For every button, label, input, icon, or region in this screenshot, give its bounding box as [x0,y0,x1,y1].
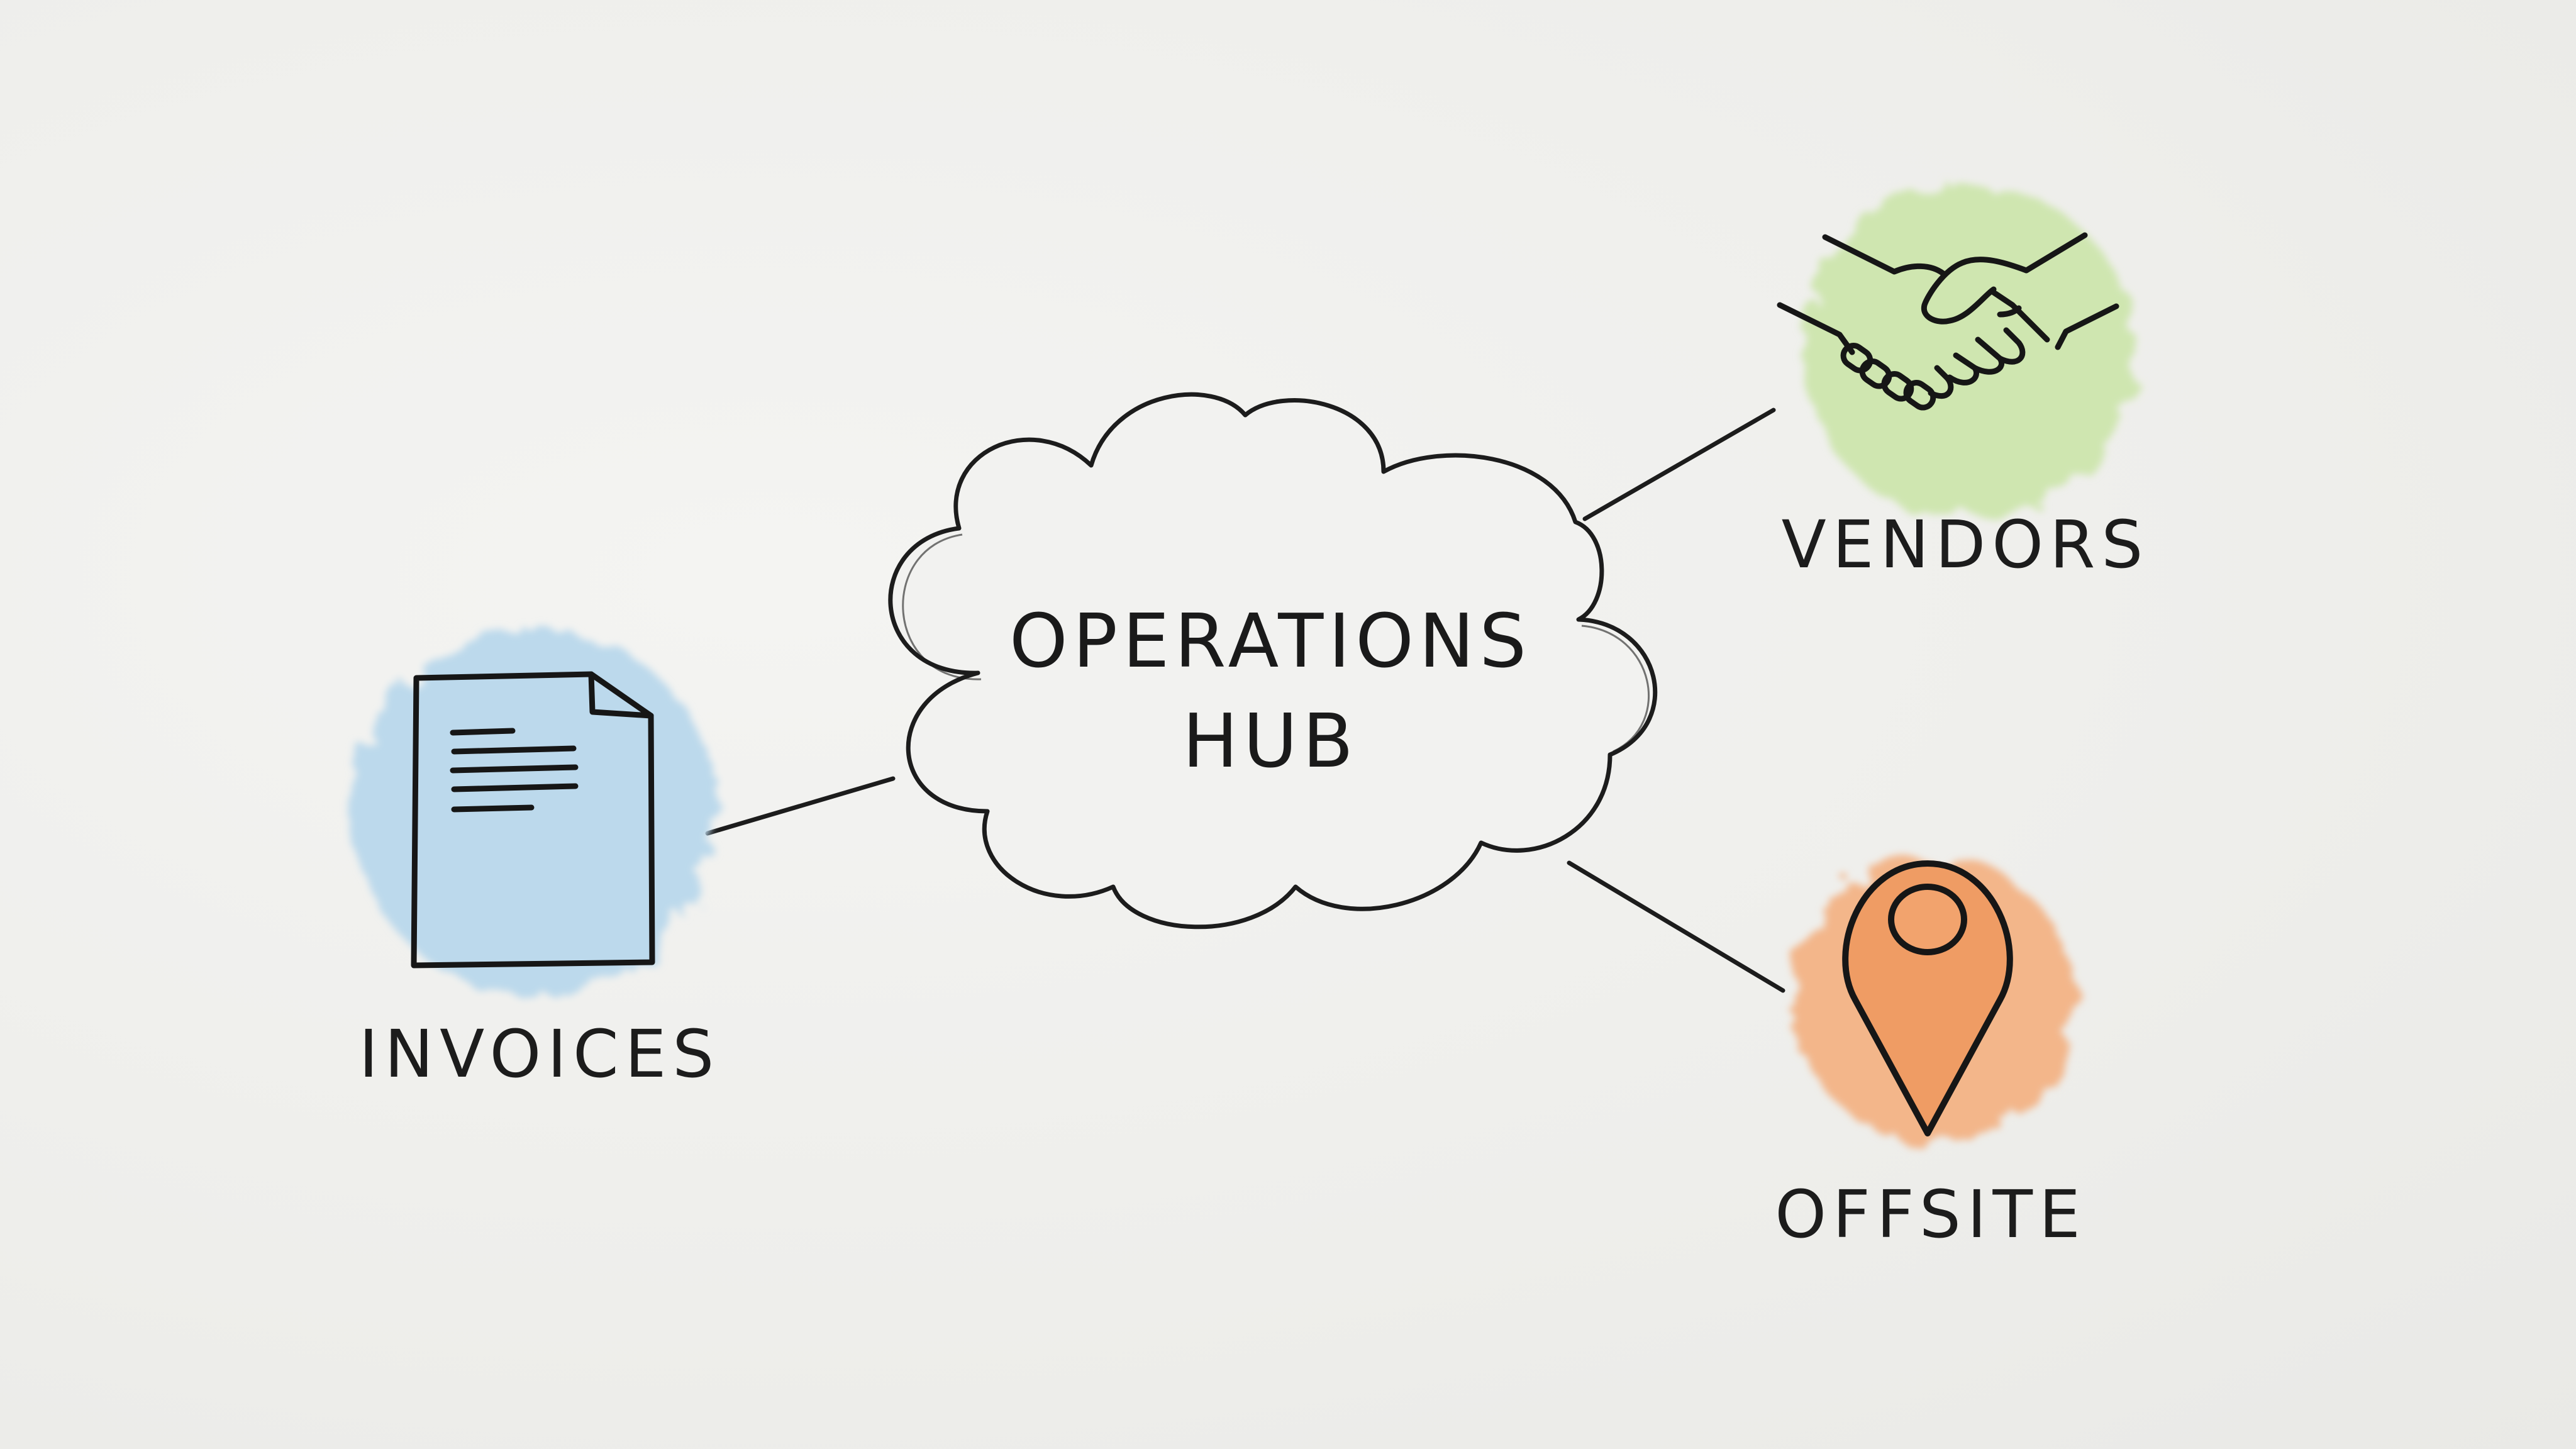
node-label-offsite: OFFSITE [1775,1176,2087,1253]
cloud-icon [888,392,1658,930]
hub-title: OPERATIONS HUB [1009,591,1531,792]
document-icon [411,671,655,969]
edge-hub-invoices [705,776,896,836]
handshake-icon [1777,232,2119,411]
hub-title-line2: HUB [1182,697,1359,785]
node-label-vendors: VENDORS [1781,506,2150,583]
map-pin-icon [1842,860,2013,1136]
edge-hub-offsite [1567,860,1785,993]
node-label-invoices: INVOICES [358,1016,721,1092]
edge-hub-vendors [1582,408,1776,521]
hub-title-line1: OPERATIONS [1009,597,1532,684]
invoices-blob [352,629,717,994]
connector-lines [705,408,1785,993]
